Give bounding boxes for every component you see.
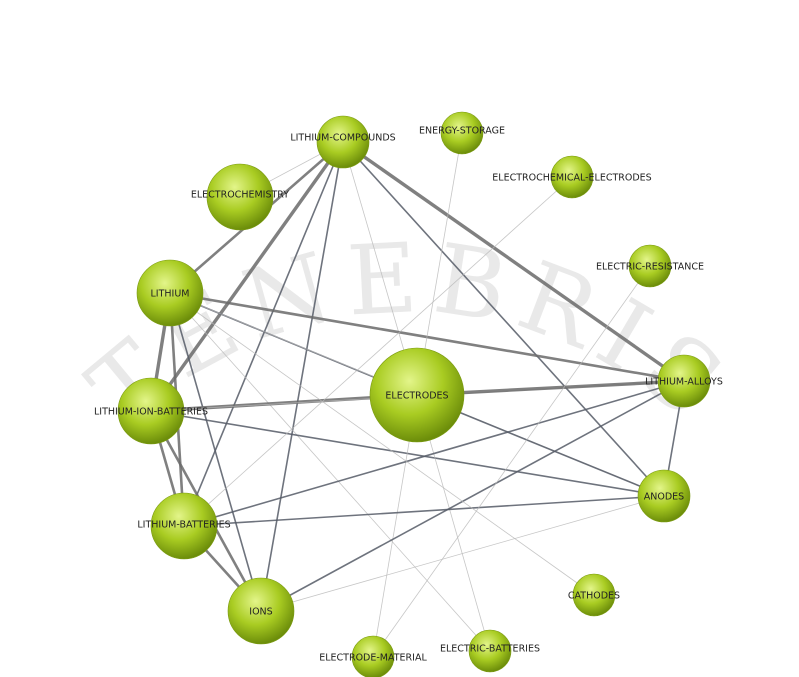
node-anodes[interactable]: ANODES bbox=[637, 469, 691, 523]
edge-electrochemical-electrodes-lithium-batteries bbox=[183, 176, 573, 527]
node-cathodes[interactable]: CATHODES bbox=[568, 573, 620, 617]
node-label: ELECTROCHEMISTRY bbox=[191, 190, 289, 201]
edge-lithium-compounds-anodes bbox=[342, 141, 665, 497]
node-lithium[interactable]: LITHIUM bbox=[136, 259, 204, 327]
node-electrode-material[interactable]: ELECTRODE-MATERIAL bbox=[319, 635, 427, 677]
node-electric-resistance[interactable]: ELECTRIC-RESISTANCE bbox=[596, 244, 704, 288]
node-circle[interactable] bbox=[227, 577, 295, 645]
node-electrochemistry[interactable]: ELECTROCHEMISTRY bbox=[191, 163, 289, 231]
node-circle[interactable] bbox=[150, 492, 218, 560]
edge-lithium-ions bbox=[169, 292, 262, 612]
edge-lithium-compounds-lithium-ion-batteries bbox=[149, 141, 345, 412]
edge-lithium-compounds-ions bbox=[260, 141, 344, 612]
node-circle[interactable] bbox=[572, 573, 616, 617]
node-electric-batteries[interactable]: ELECTRIC-BATTERIES bbox=[440, 629, 540, 673]
node-lithium-ion-batteries[interactable]: LITHIUM-ION-BATTERIES bbox=[94, 377, 208, 445]
node-circle[interactable] bbox=[117, 377, 185, 445]
node-circle[interactable] bbox=[206, 163, 274, 231]
node-circle[interactable] bbox=[316, 115, 370, 169]
node-circle[interactable] bbox=[351, 635, 395, 677]
node-circle[interactable] bbox=[657, 354, 711, 408]
node-label: ELECTRIC-BATTERIES bbox=[440, 644, 540, 655]
node-lithium-compounds[interactable]: LITHIUM-COMPOUNDS bbox=[290, 115, 396, 169]
node-circle[interactable] bbox=[468, 629, 512, 673]
node-lithium-alloys[interactable]: LITHIUM-ALLOYS bbox=[645, 354, 723, 408]
node-label: LITHIUM-ION-BATTERIES bbox=[94, 407, 208, 418]
edge-electric-resistance-electrode-material bbox=[372, 265, 651, 658]
node-circle[interactable] bbox=[637, 469, 691, 523]
node-circle[interactable] bbox=[550, 155, 594, 199]
node-energy-storage[interactable]: ENERGY-STORAGE bbox=[419, 111, 505, 155]
edge-ions-anodes bbox=[260, 495, 665, 612]
node-label: ELECTRIC-RESISTANCE bbox=[596, 262, 704, 273]
node-label: ELECTRODE-MATERIAL bbox=[319, 653, 427, 664]
edge-lithium-compounds-lithium-alloys bbox=[342, 140, 685, 383]
node-electrochemical-electrodes[interactable]: ELECTROCHEMICAL-ELECTRODES bbox=[492, 155, 652, 199]
node-label: ELECTROCHEMICAL-ELECTRODES bbox=[492, 173, 651, 184]
node-label: LITHIUM bbox=[151, 289, 190, 300]
edge-lithium-electric-batteries bbox=[169, 292, 491, 652]
node-label: ENERGY-STORAGE bbox=[419, 126, 505, 137]
edge-ions-lithium-alloys bbox=[260, 380, 685, 612]
edge-lithium-batteries-lithium-alloys bbox=[183, 380, 685, 527]
node-electrodes[interactable]: ELECTRODES bbox=[369, 347, 465, 443]
node-label: LITHIUM-BATTERIES bbox=[137, 520, 230, 531]
node-lithium-batteries[interactable]: LITHIUM-BATTERIES bbox=[137, 492, 231, 560]
node-circle[interactable] bbox=[440, 111, 484, 155]
edge-cathodes-lithium bbox=[169, 292, 595, 596]
edge-lithium-compounds-lithium-batteries bbox=[183, 141, 344, 527]
node-circle[interactable] bbox=[628, 244, 672, 288]
nodes-layer: LITHIUM-COMPOUNDS ENERGY-STORAGE ELECTROCH… bbox=[94, 111, 723, 677]
node-label: ELECTRODES bbox=[385, 391, 448, 402]
node-label: LITHIUM-ALLOYS bbox=[645, 377, 723, 388]
node-circle[interactable] bbox=[369, 347, 465, 443]
edge-lithium-batteries-anodes bbox=[183, 495, 665, 527]
node-label: CATHODES bbox=[568, 591, 620, 602]
node-label: LITHIUM-COMPOUNDS bbox=[290, 133, 395, 144]
node-label: IONS bbox=[249, 607, 272, 618]
node-circle[interactable] bbox=[136, 259, 204, 327]
node-label: ANODES bbox=[644, 492, 684, 503]
node-ions[interactable]: IONS bbox=[227, 577, 295, 645]
